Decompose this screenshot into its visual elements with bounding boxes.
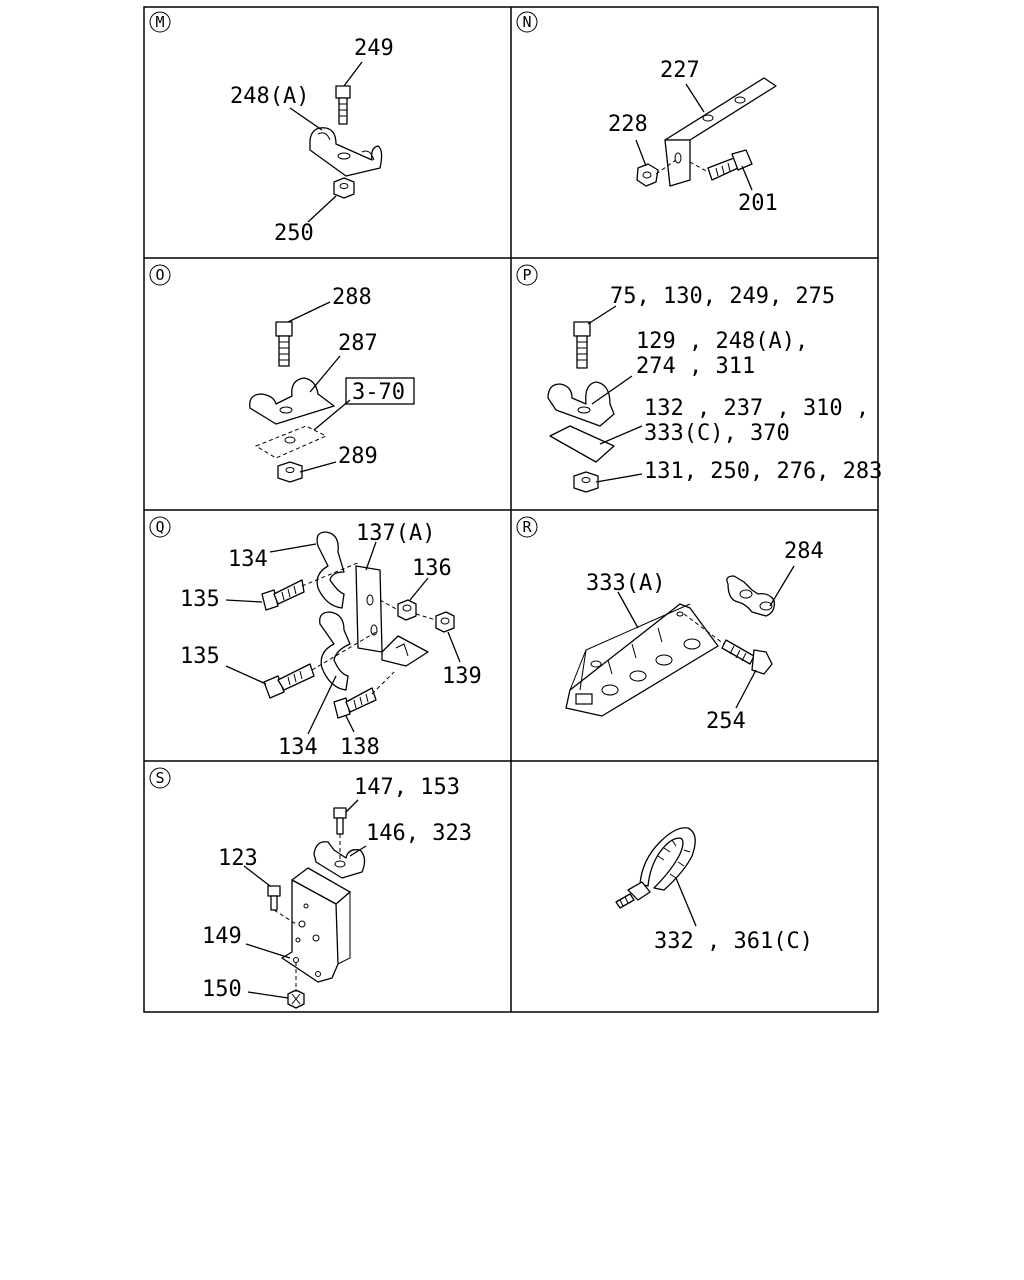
label-288: 288	[332, 285, 372, 310]
panel-n: N 227 228 201	[516, 11, 778, 216]
nut-icon	[573, 471, 599, 493]
label-plate-group-2: 333(C), 370	[644, 421, 790, 446]
bracket-icon	[281, 867, 351, 983]
bracket-icon	[664, 77, 777, 187]
svg-text:O: O	[155, 266, 164, 284]
clip-icon	[726, 575, 775, 617]
bolt-icon	[263, 663, 315, 699]
label-plate-group-1: 132 , 237 , 310 ,	[644, 396, 869, 421]
bolt-icon	[333, 807, 347, 835]
label-250: 250	[274, 221, 314, 246]
label-135-bottom: 135	[180, 644, 220, 669]
nut-icon	[636, 163, 659, 187]
nut-icon	[397, 599, 417, 621]
label-138: 138	[340, 735, 380, 760]
bolt-icon	[573, 321, 591, 369]
panel-o: O 3-70 288 287	[149, 264, 415, 483]
label-248a: 248(A)	[230, 84, 309, 109]
label-201: 201	[738, 191, 778, 216]
bolt-icon	[335, 85, 351, 125]
bracket-icon	[565, 603, 719, 717]
nut-icon	[277, 461, 303, 483]
label-254: 254	[706, 709, 746, 734]
label-bolt-group: 75, 130, 249, 275	[610, 284, 835, 309]
label-123: 123	[218, 846, 258, 871]
label-332-361c: 332 , 361(C)	[654, 929, 813, 954]
bolt-icon	[721, 639, 773, 675]
label-134-top: 134	[228, 547, 268, 572]
label-333a: 333(A)	[586, 571, 665, 596]
panel-p: P 75, 130, 249, 275 129 , 248(A), 274 , …	[516, 264, 882, 493]
label-227: 227	[660, 58, 700, 83]
label-139: 139	[442, 664, 482, 689]
svg-text:P: P	[522, 266, 531, 284]
label-149: 149	[202, 924, 242, 949]
panel-n-letter: N	[516, 11, 538, 33]
nut-icon	[333, 177, 355, 199]
clamp-icon	[316, 531, 345, 609]
svg-text:M: M	[155, 13, 164, 31]
plate-icon	[254, 425, 328, 459]
svg-text:3-70: 3-70	[352, 380, 405, 405]
panel-o-letter: O	[149, 264, 171, 286]
svg-text:R: R	[522, 518, 532, 536]
panel-cable-tie: 332 , 361(C)	[615, 827, 813, 954]
label-289: 289	[338, 444, 378, 469]
bolt-icon	[261, 579, 305, 611]
svg-text:Q: Q	[155, 518, 164, 536]
bolt-icon	[267, 885, 281, 911]
clamp-icon	[319, 611, 351, 691]
cable-tie-icon	[615, 827, 696, 909]
label-287: 287	[338, 331, 378, 356]
label-136: 136	[412, 556, 452, 581]
label-137a: 137(A)	[356, 521, 435, 546]
panel-m: M 249 248(A) 250	[149, 11, 394, 246]
label-nut-group: 131, 250, 276, 283	[644, 459, 882, 484]
bolt-icon	[333, 687, 377, 719]
panel-q: Q	[149, 516, 482, 760]
nut-icon	[287, 989, 305, 1009]
washer-icon	[435, 611, 455, 633]
clamp-icon	[313, 841, 366, 879]
label-284: 284	[784, 539, 824, 564]
label-134-bottom: 134	[278, 735, 318, 760]
clamp-icon	[309, 127, 383, 177]
label-clamp-group-1: 129 , 248(A),	[636, 329, 808, 354]
clamp-icon	[547, 381, 615, 427]
label-135-top: 135	[180, 587, 220, 612]
bracket-icon	[355, 565, 429, 667]
panel-r-letter: R	[516, 516, 538, 538]
panel-s-letter: S	[149, 767, 171, 789]
bolt-icon	[707, 149, 753, 181]
plate-icon	[549, 425, 615, 463]
panel-p-letter: P	[516, 264, 538, 286]
label-228: 228	[608, 112, 648, 137]
bolt-icon	[275, 321, 293, 367]
panel-m-letter: M	[149, 11, 171, 33]
reference-box: 3-70	[345, 377, 415, 405]
svg-text:N: N	[522, 13, 531, 31]
label-150: 150	[202, 977, 242, 1002]
label-clamp-group-2: 274 , 311	[636, 354, 755, 379]
label-147-153: 147, 153	[354, 775, 460, 800]
label-146-323: 146, 323	[366, 821, 472, 846]
panel-r: R 333(A	[516, 516, 824, 734]
label-249: 249	[354, 36, 394, 61]
panel-q-letter: Q	[149, 516, 171, 538]
diagram-grid	[143, 6, 879, 1013]
svg-text:S: S	[155, 769, 164, 787]
clamp-icon	[249, 377, 335, 425]
panel-s: S	[149, 767, 472, 1009]
